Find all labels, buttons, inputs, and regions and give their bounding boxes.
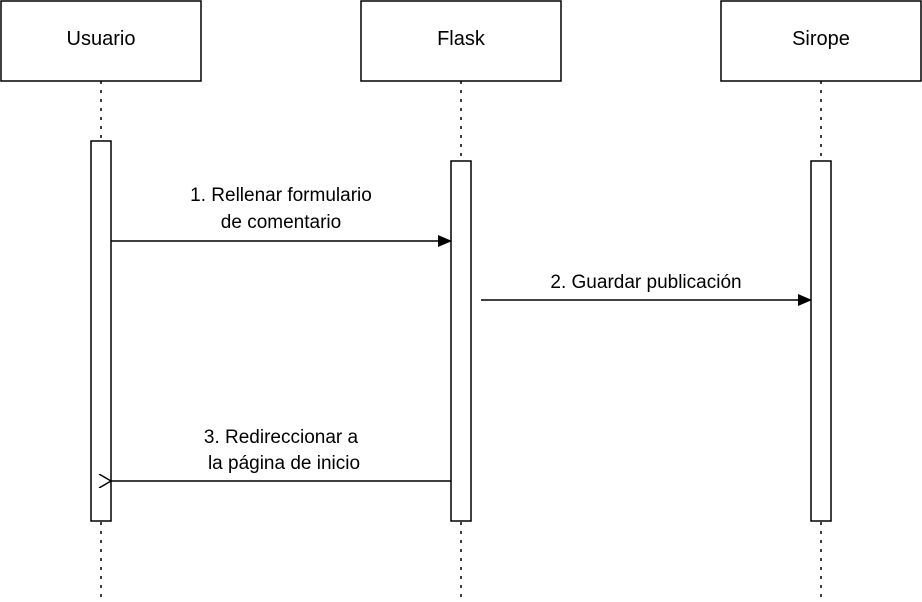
actor-sirope-box [720,0,922,82]
activation-bar-sirope[interactable] [810,160,832,522]
message-1-label-line1: 1. Rellenar formulario [190,185,372,206]
actor-flask-box [360,0,562,82]
message-2-label-line1: 2. Guardar publicación [550,272,741,293]
actor-sirope[interactable]: Sirope [720,0,922,82]
activation-bar-flask[interactable] [450,160,472,522]
actor-flask[interactable]: Flask [360,0,562,82]
actor-usuario-label: Usuario [67,28,136,50]
actor-flask-label: Flask [437,28,486,50]
message-3-label-line1: 3. Redireccionar a [204,427,359,448]
actor-usuario[interactable]: Usuario [0,0,202,82]
actor-sirope-label: Sirope [792,28,850,50]
message-3-label-line2: la página de inicio [208,453,360,474]
message-1-label-line2: de comentario [221,212,341,233]
message-1[interactable]: 1. Rellenar formulario de comentario [111,185,452,247]
actor-usuario-box [0,0,202,82]
activation-bar-usuario[interactable] [90,140,112,522]
message-2[interactable]: 2. Guardar publicación [481,272,812,306]
message-3[interactable]: 3. Redireccionar a la página de inicio [111,427,451,481]
